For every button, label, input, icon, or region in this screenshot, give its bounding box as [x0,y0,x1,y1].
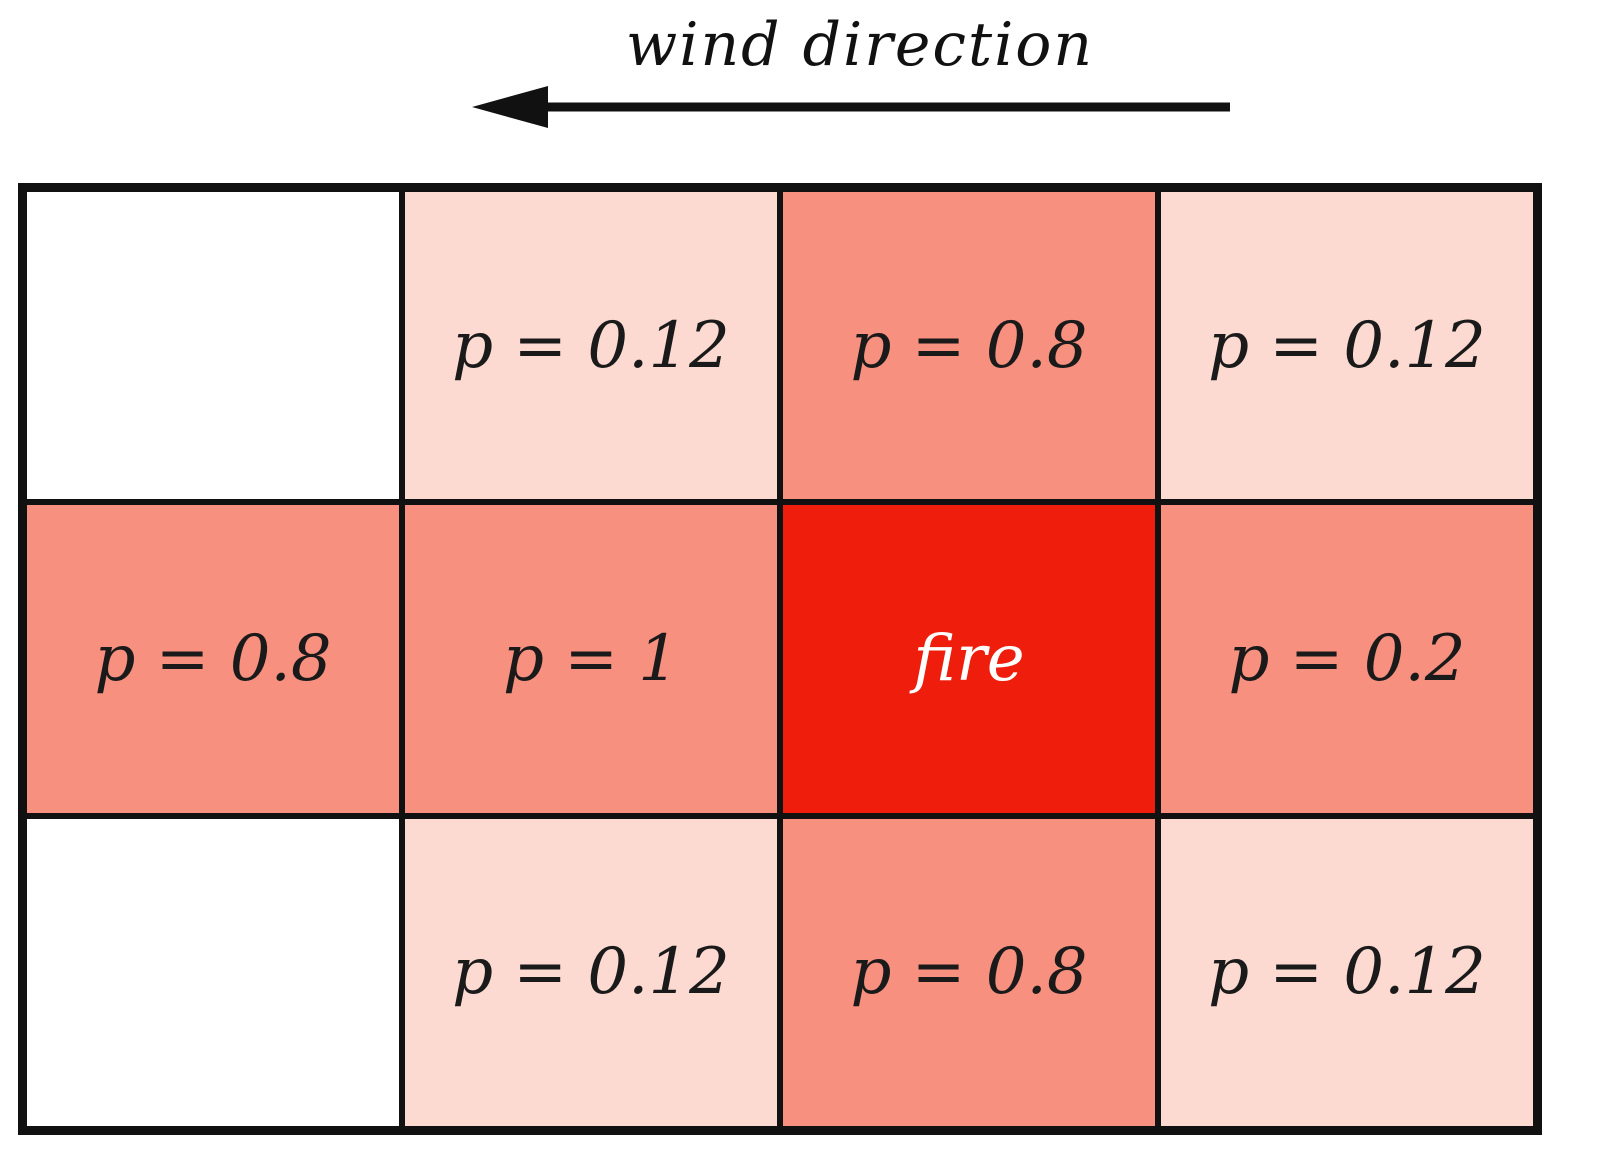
cell-probability-label: p = 0.12 [1208,935,1486,1010]
cell-probability-label: p = 0.8 [850,308,1088,383]
cell-probability-label: p = 0.12 [452,308,730,383]
cell-fire: fire [780,502,1158,816]
probability-grid: p = 0.12 p = 0.8 p = 0.12 p = 0.8 p = 1 … [18,183,1542,1135]
cell-probability-label: p = 0.8 [94,621,332,696]
cell-r2c2: p = 1 [402,502,780,816]
cell-r3c4: p = 0.12 [1158,815,1536,1129]
wind-direction-label: wind direction [625,10,1095,80]
fire-label: fire [913,621,1025,696]
cell-r2c4: p = 0.2 [1158,502,1536,816]
cell-r1c1 [24,189,402,503]
cell-probability-label: p = 0.2 [1228,621,1466,696]
cell-r1c4: p = 0.12 [1158,189,1536,503]
cell-r3c1 [24,815,402,1129]
header: wind direction [0,0,1601,183]
cell-probability-label: p = 0.8 [850,935,1088,1010]
cell-r1c3: p = 0.8 [780,189,1158,503]
wind-direction-arrow-icon [472,86,1230,128]
cell-r3c3: p = 0.8 [780,815,1158,1129]
cell-probability-label: p = 0.12 [452,935,730,1010]
cell-probability-label: p = 1 [503,621,679,696]
cell-r3c2: p = 0.12 [402,815,780,1129]
cell-probability-label: p = 0.12 [1208,308,1486,383]
cell-r2c1: p = 0.8 [24,502,402,816]
cell-r1c2: p = 0.12 [402,189,780,503]
